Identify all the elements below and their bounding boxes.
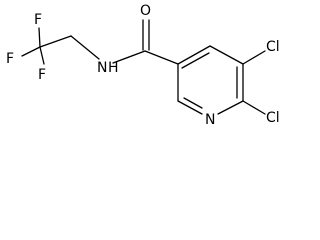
- atom-label-fluorine-bottom: F: [38, 67, 46, 83]
- bond-cf3-ch2: [39, 35, 72, 48]
- bond-ring-cl-bottom: [242, 100, 266, 115]
- ring-bond-c4-c5: [209, 45, 244, 65]
- ring-bond-c3-c4: [177, 45, 211, 65]
- atom-label-ring-nitrogen: N: [205, 112, 215, 128]
- ring-bond-c4-c4-inner: [181, 52, 210, 69]
- bond-ch2-nh: [70, 35, 100, 60]
- ring-bond-n-c2: [177, 100, 203, 115]
- structure-canvas: F F F N H O N Cl Cl: [6, 3, 280, 128]
- ring-bond-n-c2-inner: [183, 97, 203, 109]
- atom-label-fluorine-left: F: [6, 51, 14, 67]
- atom-label-oxygen: O: [140, 3, 151, 19]
- atom-label-chlorine-top: Cl: [266, 39, 280, 55]
- chemical-structure-diagram: F F F N H O N Cl Cl: [6, 3, 280, 128]
- bond-nh-carbonyl: [112, 50, 146, 64]
- atom-label-fluorine-top: F: [34, 12, 42, 28]
- bond-cf3-f-top: [38, 27, 41, 48]
- atom-label-chlorine-bottom: Cl: [266, 110, 280, 126]
- bond-carbonyl-ring: [144, 50, 179, 65]
- ring-bond-c6-n: [217, 100, 244, 115]
- atom-label-amide-hydrogen: H: [108, 60, 119, 76]
- bond-cf3-f-bottom: [39, 46, 45, 65]
- bond-ring-cl-top: [242, 50, 266, 65]
- atom-label-amide-nitrogen: N: [97, 60, 107, 76]
- bond-cf3-f-left: [21, 46, 41, 57]
